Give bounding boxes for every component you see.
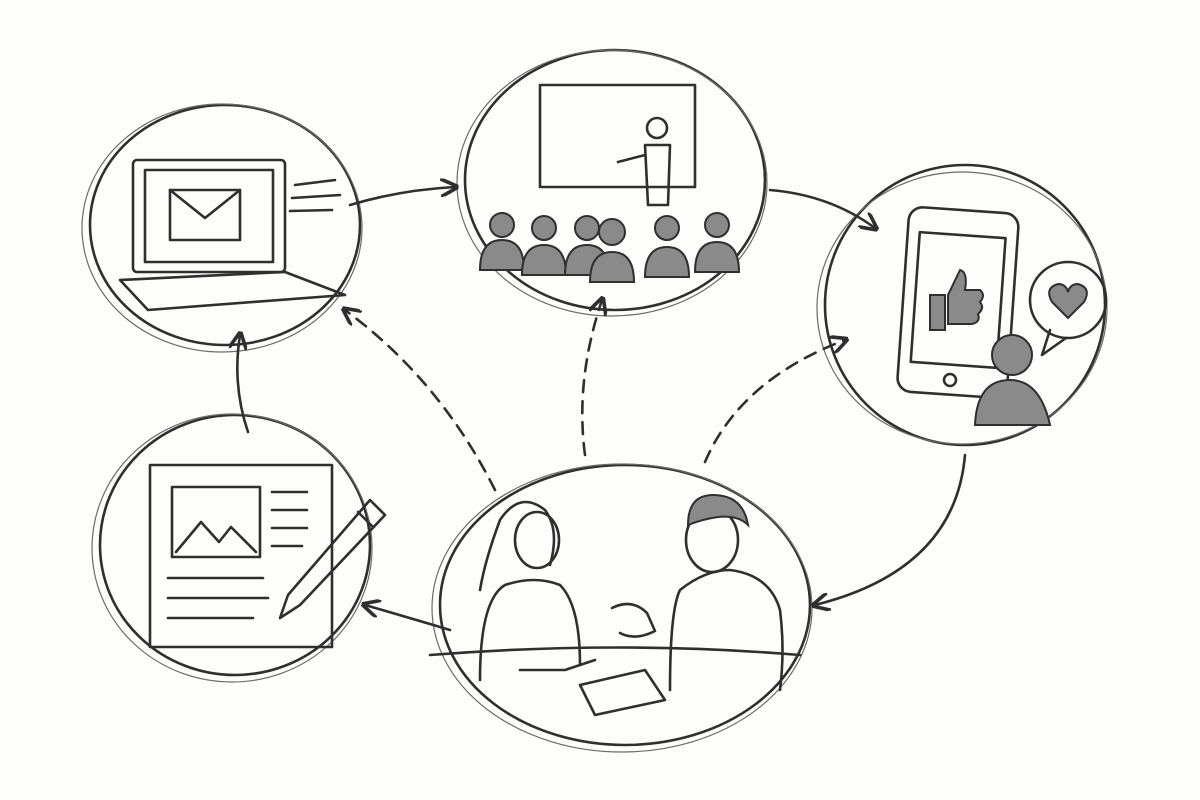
dashed-arrow-meeting-to-laptop: [345, 310, 497, 492]
smartphone-like-heart-icon: [896, 206, 1108, 426]
arrow-presentation-to-phone: [768, 188, 875, 228]
laptop-email-icon: [118, 158, 347, 312]
meeting-node: [428, 463, 813, 753]
arrow-laptop-to-presentation: [348, 187, 455, 207]
presentation-audience-icon: [478, 83, 741, 283]
document-node: [91, 413, 387, 683]
arrow-document-to-laptop: [237, 335, 250, 434]
arrow-meeting-to-document: [365, 605, 452, 632]
presentation-node: [456, 48, 768, 317]
dashed-arrow-meeting-to-phone: [703, 340, 845, 464]
meeting-conversation-icon: [428, 493, 802, 717]
smartphone-node: [816, 163, 1108, 447]
laptop-email-node: [81, 103, 363, 353]
dashed-arrow-meeting-to-presentation: [581, 300, 602, 457]
document-pencil-icon: [148, 463, 387, 649]
arrow-phone-to-meeting: [815, 453, 967, 605]
